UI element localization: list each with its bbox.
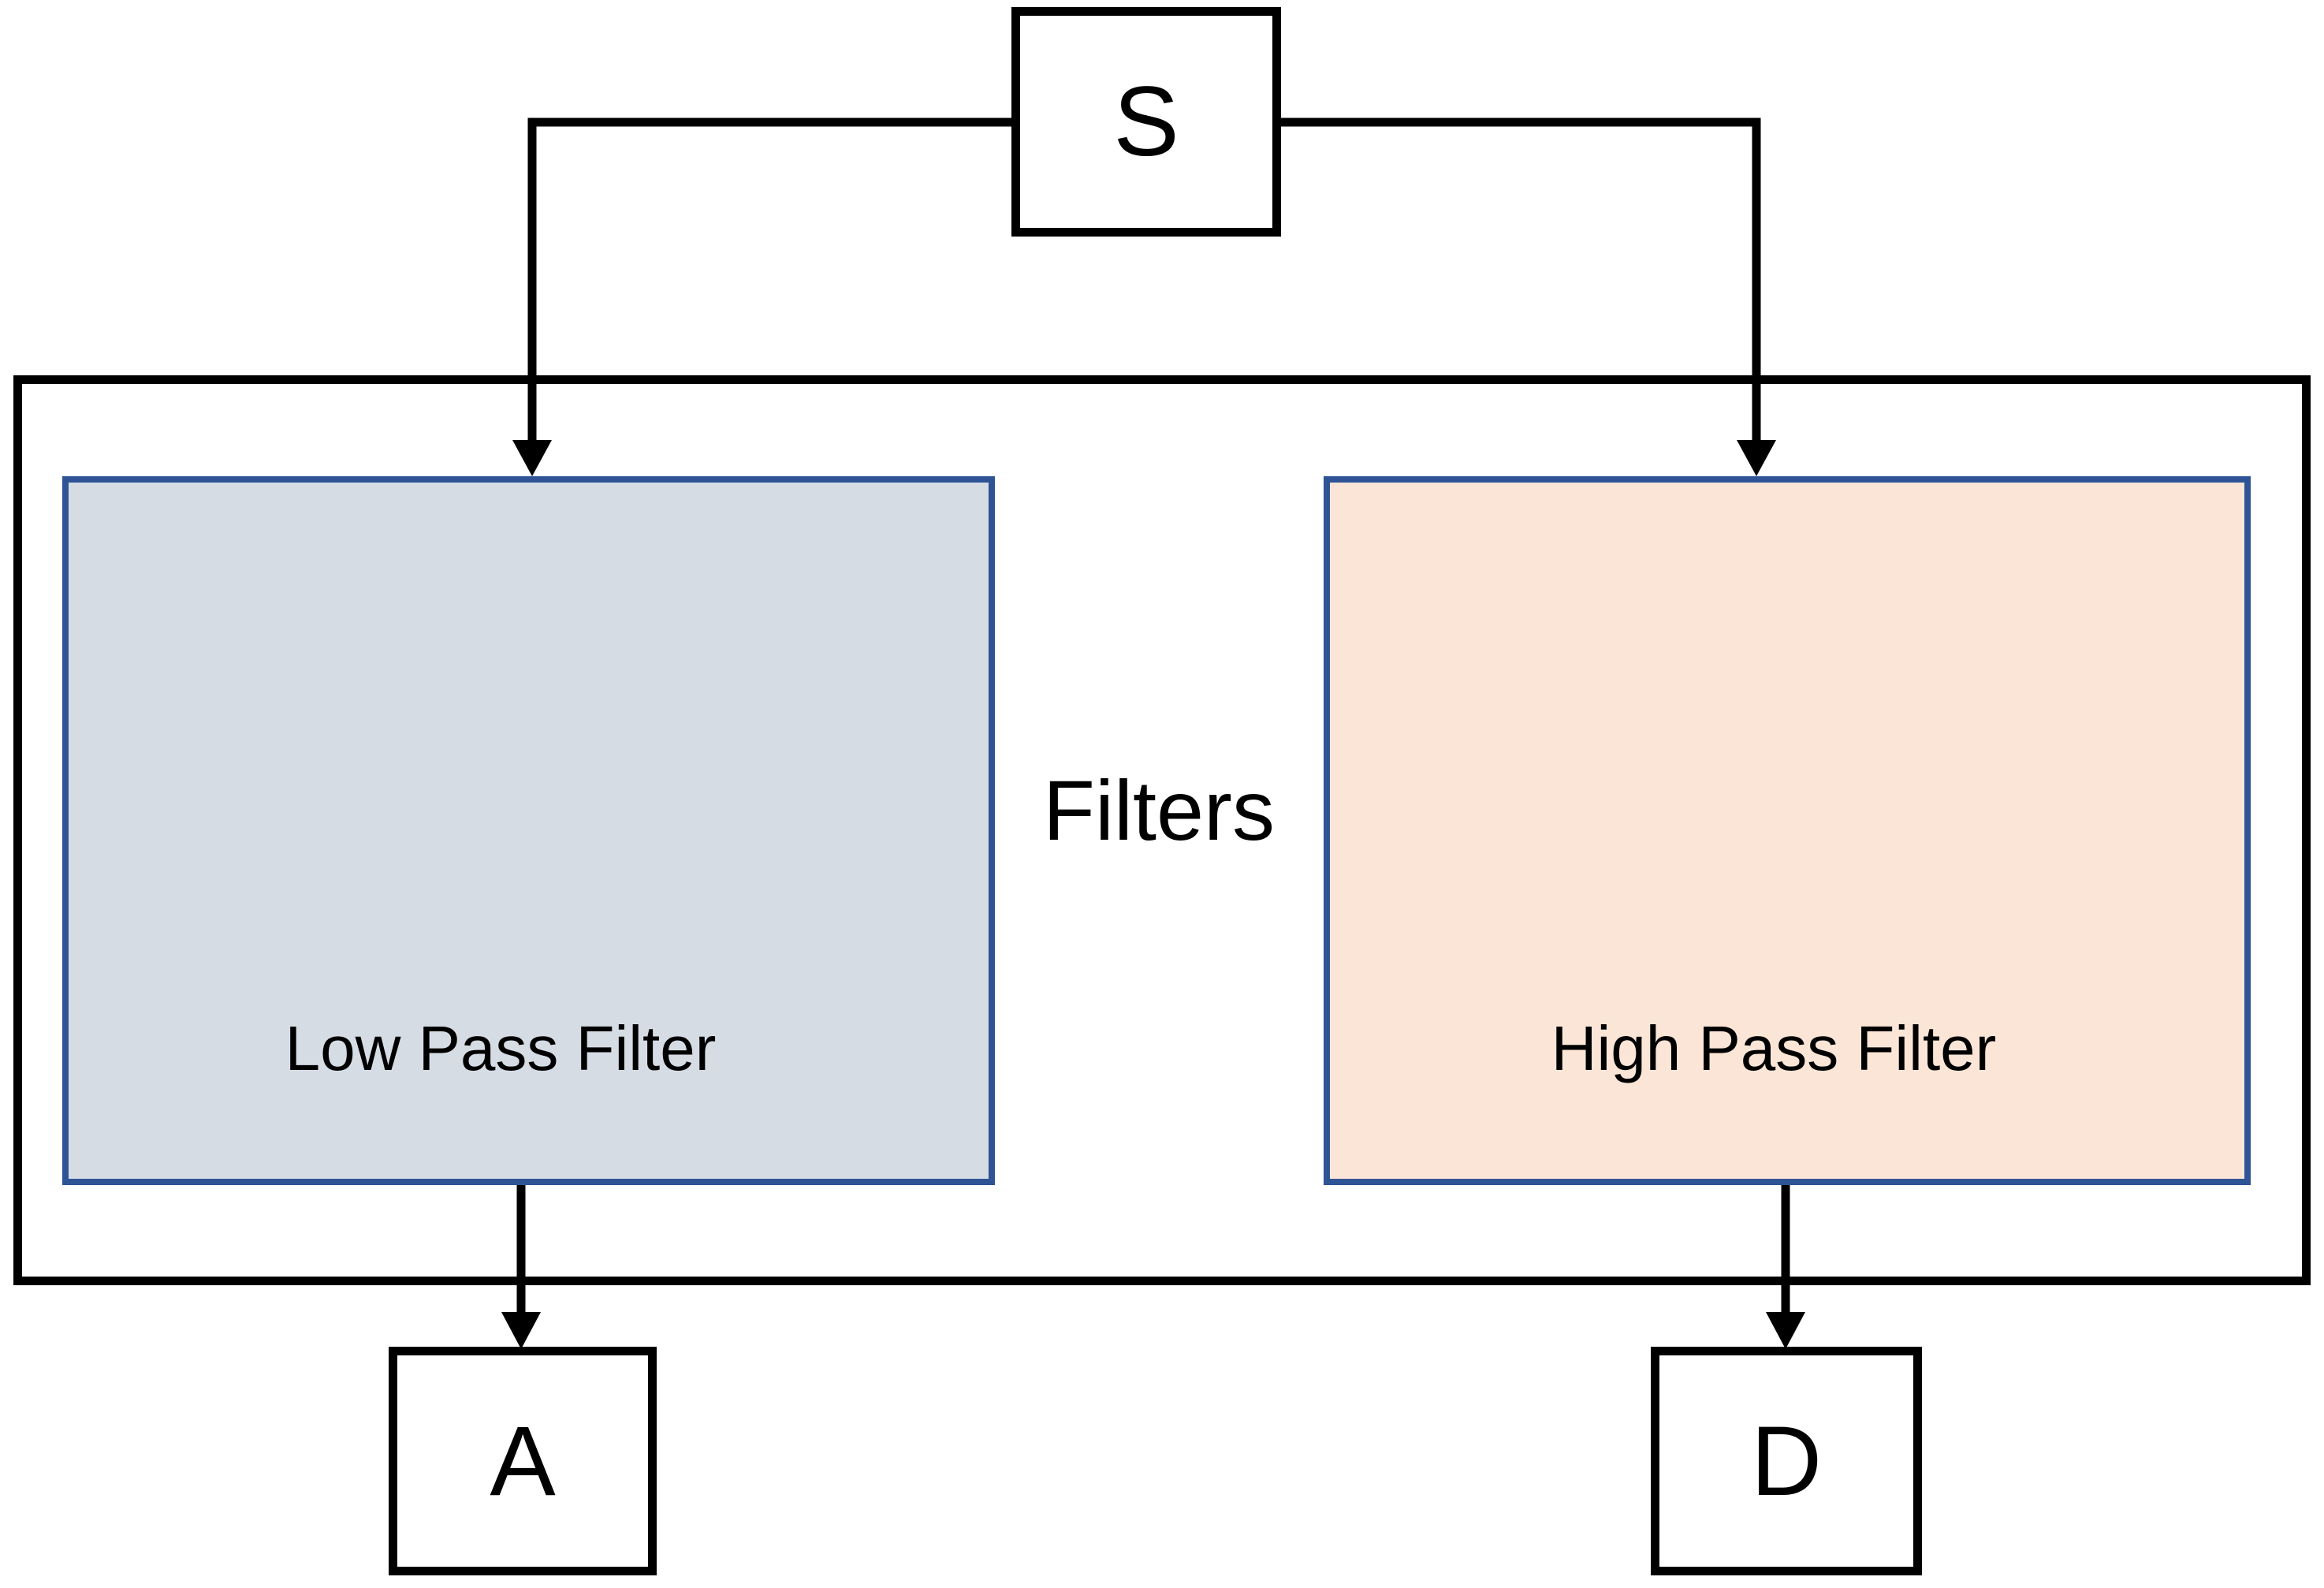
high-pass-filter-panel: [1324, 476, 2251, 1185]
filters-group-container: [13, 375, 2311, 1285]
low-pass-filter-label: Low Pass Filter: [285, 1013, 717, 1083]
approximation-node-a: A: [389, 1347, 657, 1575]
arrowhead-down-into-a-icon: [501, 1312, 541, 1349]
filters-group-label: Filters: [1043, 762, 1275, 858]
low-pass-filter-panel: [62, 476, 995, 1185]
source-node-label: S: [1113, 67, 1179, 177]
high-pass-filter-label: High Pass Filter: [1551, 1013, 1997, 1083]
detail-node-d: D: [1651, 1347, 1922, 1575]
arrowhead-down-into-d-icon: [1766, 1312, 1805, 1349]
detail-node-label: D: [1750, 1406, 1823, 1516]
approximation-node-label: A: [490, 1406, 556, 1516]
source-node-s: S: [1011, 7, 1281, 237]
